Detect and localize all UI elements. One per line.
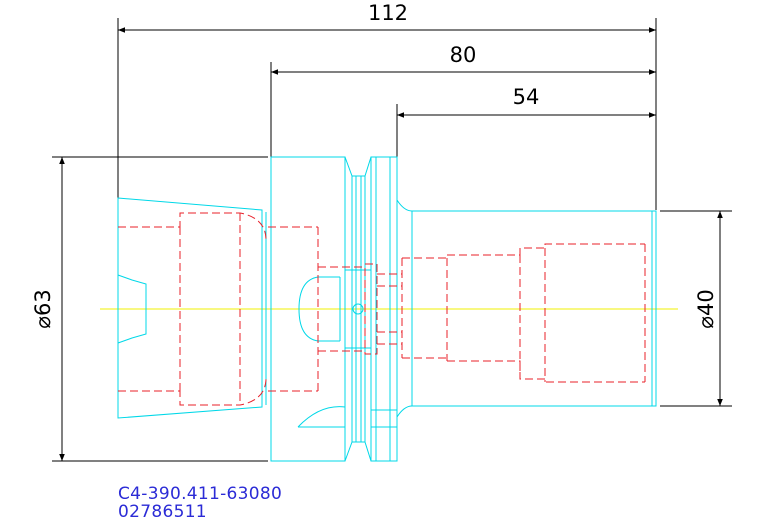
dim-text-54: 54 [513,85,540,109]
part-code: 02786511 [118,502,207,522]
flange-collar [370,156,398,462]
dim-text-112: 112 [368,1,408,25]
orientation-notch [297,406,346,428]
dim-text-80: 80 [450,43,477,67]
part-outline [117,156,657,462]
hidden-body-bore-bottom [402,357,645,383]
drive-slot [117,274,147,344]
flange [270,156,346,462]
dim-text-d63: ⌀63 [31,289,55,328]
hidden-drawbar-block [364,263,378,355]
coolant-hole [352,303,364,315]
hidden-bore-top [118,212,267,241]
hidden-lines [118,212,646,406]
gripper-groove-left [344,156,353,462]
hidden-bore-bottom [118,377,267,406]
body-cylinder [396,199,657,418]
part-number: C4-390.411-63080 [118,484,283,504]
retention-knob [298,276,340,342]
hidden-body-bore-top [402,243,645,259]
dimension-lines [52,18,732,462]
dim-text-d40: ⌀40 [694,289,718,328]
